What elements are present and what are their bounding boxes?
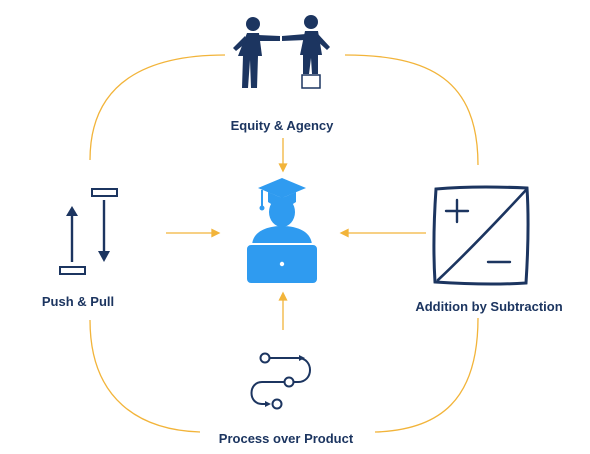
pull-top-bar	[91, 188, 118, 197]
push-base-bar	[59, 266, 86, 275]
arrow-from-right	[339, 228, 426, 238]
process-over-product-label: Process over Product	[218, 431, 354, 446]
equity-agency-label: Equity & Agency	[230, 118, 334, 133]
arc-top-right	[344, 54, 479, 166]
handshake-figures-icon	[233, 15, 330, 89]
push-arrow-up-icon	[66, 206, 78, 262]
arrow-from-left	[166, 228, 221, 238]
graduate-with-laptop-icon	[245, 178, 319, 285]
process-flow-icon	[250, 352, 311, 410]
push-pull-arrows-icon	[59, 188, 118, 275]
outer-connector-ring	[89, 54, 479, 433]
arrow-from-bottom	[278, 291, 288, 330]
pull-arrow-down-icon	[98, 200, 110, 262]
push-pull-label: Push & Pull	[41, 294, 115, 309]
arc-top-left	[89, 54, 226, 161]
center-arrows	[166, 138, 426, 330]
arrow-from-top	[278, 138, 288, 173]
plus-minus-box-icon	[432, 185, 530, 286]
addition-by-subtraction-label: Addition by Subtraction	[415, 299, 563, 314]
arc-bottom-right	[374, 317, 479, 433]
arc-bottom-left	[89, 319, 201, 433]
